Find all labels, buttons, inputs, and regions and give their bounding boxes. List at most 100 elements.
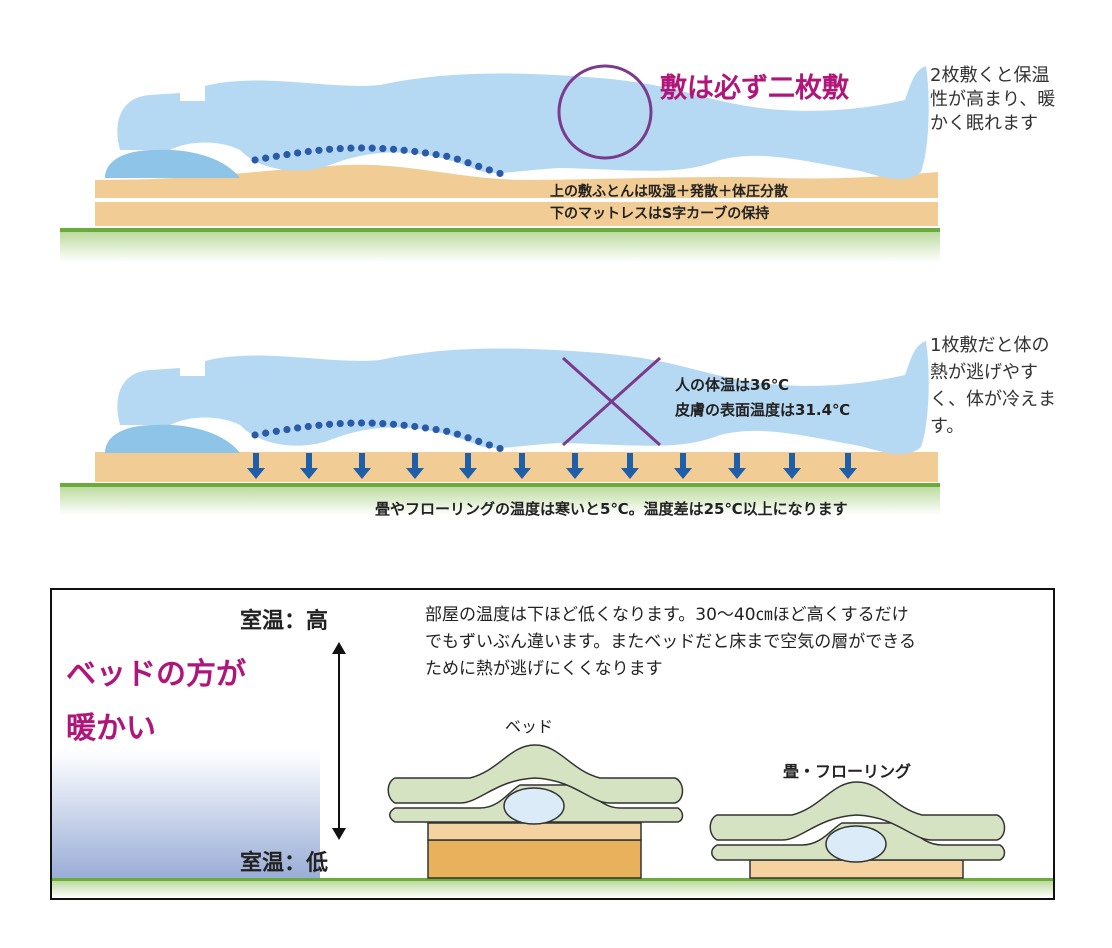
spine-dot (485, 441, 493, 449)
spine-dot (496, 444, 504, 453)
cross-mark-icon (561, 356, 662, 447)
explanation-line: ために熱が逃げにくくなります (425, 659, 663, 679)
spine-dots (251, 419, 504, 453)
room-temp-high: 室温：高 (240, 609, 329, 634)
explanation: 部屋の温度は下ほど低くなります。30〜40㎝ほど高くするだけ でもずいぶん違いま… (425, 602, 916, 683)
note-line: す。 (930, 416, 965, 437)
cold-air-gradient (52, 750, 320, 880)
spine-dot (389, 420, 398, 428)
down-arrow-icon (247, 453, 265, 479)
spine-dot (464, 434, 472, 442)
floor-line (52, 878, 1055, 881)
skin-temp-label: 皮膚の表面温度は31.4℃ (675, 401, 851, 419)
note-line: かく眠れます (930, 113, 1038, 134)
spine-dot (283, 425, 291, 434)
note-line: 1枚敷だと体の (930, 335, 1050, 356)
futon-layer (95, 452, 938, 482)
spine-dot (347, 144, 355, 152)
panel1-title: 敷は必ず二枚敷 (660, 73, 849, 104)
spine-dot (379, 419, 387, 428)
heat-loss-arrows (247, 453, 857, 479)
panel-bed-vs-floor (52, 642, 1055, 898)
down-arrow-icon (459, 453, 477, 479)
futon-layer (95, 164, 938, 198)
spine-dot (315, 421, 323, 429)
spine-dot (368, 419, 376, 427)
down-arrow-icon (300, 453, 318, 479)
spine-dot (411, 422, 419, 431)
panel2-side-note: 1枚敷だと体の 熱が逃げやす く、体が冷えま す。 (930, 332, 1056, 440)
panel1-side-note: 2枚敷くと保温 性が高まり、暖 かく眠れます (930, 64, 1055, 136)
spine-dots (251, 144, 504, 178)
spine-dot (464, 159, 472, 167)
spine-dot (475, 437, 483, 445)
bed-comparison-box (50, 588, 1055, 900)
spine-dot (432, 425, 440, 434)
temperature-notes: 人の体温は36℃ 皮膚の表面温度は31.4℃ (675, 373, 850, 423)
down-arrow-icon (674, 453, 692, 479)
explanation-line: でもずいぶん違います。またベッドだと床まで空気の層ができる (425, 632, 916, 652)
panel-one-layer (60, 341, 940, 515)
down-arrow-icon (728, 453, 746, 479)
spine-dot (379, 144, 387, 153)
spine-dot (304, 147, 312, 156)
spine-dot (400, 146, 408, 154)
spine-dot (496, 169, 504, 178)
down-arrow-icon (621, 453, 639, 479)
headline-line: ベッドの方が (66, 657, 246, 692)
spine-dot (283, 150, 291, 159)
spine-dot (389, 145, 398, 153)
headline: ベッドの方が 暖かい (66, 648, 246, 756)
down-arrow-icon (406, 453, 424, 479)
spine-dot (443, 427, 451, 435)
spine-dot (294, 424, 302, 432)
spine-dot (421, 424, 430, 432)
floor-line (60, 483, 940, 487)
down-arrow-icon (839, 453, 857, 479)
upper-futon-label: 上の敷ふとんは吸湿＋発散＋体圧分散 (550, 184, 788, 200)
body-temp-label: 人の体温は36℃ (675, 376, 790, 394)
futon-labels: 上の敷ふとんは吸湿＋発散＋体圧分散 下のマットレスはS字カーブの保持 (550, 181, 788, 225)
mattress-layer (95, 202, 938, 226)
note-line: 性が高まり、暖 (930, 89, 1056, 110)
spine-dot (443, 152, 451, 160)
panel-two-layers (60, 64, 940, 262)
spine-dot (262, 154, 270, 162)
spine-dot (453, 430, 461, 438)
spine-dot (304, 422, 312, 431)
floor (60, 485, 940, 515)
spine-dot (294, 149, 302, 157)
spine-dot (347, 419, 355, 427)
note-line: 2枚敷くと保温 (930, 65, 1050, 86)
down-arrow-icon (783, 453, 801, 479)
spine-dot (336, 419, 344, 428)
floor-temp-note: 畳やフローリングの温度は寒いと5℃。温度差は25℃以上になります (375, 500, 848, 518)
explanation-line: 部屋の温度は下ほど低くなります。30〜40㎝ほど高くするだけ (425, 605, 909, 625)
spine-dot (262, 429, 270, 437)
lower-mattress-label: 下のマットレスはS字カーブの保持 (550, 206, 770, 222)
spine-dot (251, 156, 259, 164)
floor-line (60, 228, 940, 232)
spine-dot (485, 166, 493, 174)
spine-dot (357, 419, 366, 427)
spine-dot (315, 146, 323, 154)
spine-dot (453, 155, 461, 163)
spine-dot (400, 421, 408, 429)
bed-illustration (387, 744, 684, 879)
note-line: 熱が逃げやす (930, 362, 1038, 383)
spine-dot (272, 152, 280, 160)
floor-futon-illustration (709, 781, 1006, 879)
spine-dot (272, 427, 280, 435)
spine-dot (336, 144, 344, 153)
down-arrow-icon (566, 453, 584, 479)
floor (60, 230, 940, 262)
spine-dot (475, 162, 483, 170)
down-arrow-icon (353, 453, 371, 479)
spine-dot (411, 147, 419, 156)
room-temp-low: 室温：低 (240, 851, 329, 876)
spine-dot (432, 150, 440, 159)
spine-dot (325, 420, 334, 428)
spine-dot (251, 431, 259, 439)
bed-label: ベッド (505, 717, 554, 736)
